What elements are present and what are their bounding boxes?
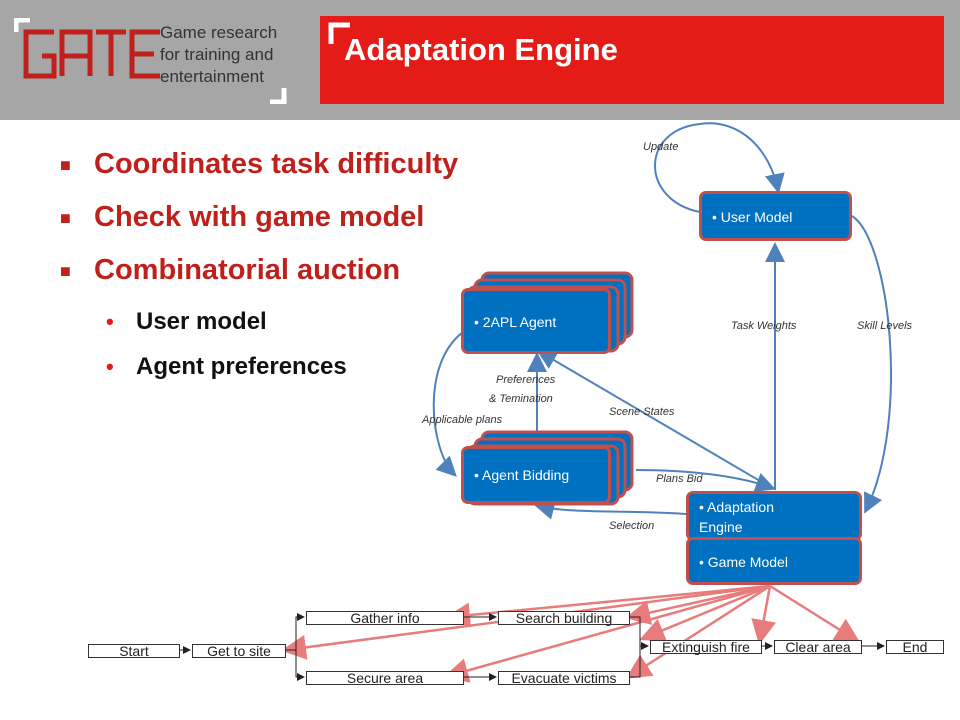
game-model-label: Game Model — [707, 554, 788, 570]
bullet-2: ■ Check with game model — [60, 201, 424, 234]
preferences-label-1: Preferences — [496, 374, 556, 386]
bullet-3: ■ Combinatorial auction — [60, 254, 400, 287]
scene-states-edge — [536, 349, 773, 489]
user-model-node: • User Model — [699, 191, 852, 241]
sub-bullet-2: •Agent preferences — [106, 353, 347, 380]
preferences-label-2: & Temination — [489, 393, 553, 405]
adaptation-engine-label-1: Adaptation — [707, 499, 774, 515]
square-bullet-icon: ■ — [60, 154, 71, 175]
scene-states-label: Scene States — [609, 406, 675, 418]
square-bullet-icon: ■ — [60, 207, 71, 228]
bullet-2-text: Check with game model — [94, 201, 425, 233]
title-banner — [320, 16, 944, 104]
flow-get-to-site: Get to site — [192, 644, 286, 658]
flow-gather-info: Gather info — [306, 611, 464, 625]
adaptation-engine-label-2: Engine — [699, 519, 743, 535]
square-bullet-icon: ■ — [60, 260, 71, 281]
selection-edge — [534, 500, 687, 520]
flow-end: End — [886, 640, 944, 654]
task-weights-label: Task Weights — [731, 320, 797, 332]
game-model-node: • Game Model — [686, 537, 862, 585]
gate-logo-mark — [13, 17, 287, 105]
title-bracket-icon — [328, 22, 350, 44]
bullet-3-text: Combinatorial auction — [94, 254, 401, 286]
flow-search-building: Search building — [498, 611, 630, 625]
applicable-plans-label: Applicable plans — [422, 414, 503, 426]
skill-levels-edge — [851, 215, 892, 514]
plans-bid-edge — [635, 469, 776, 492]
skill-levels-label: Skill Levels — [857, 320, 913, 332]
update-label: Update — [643, 141, 679, 153]
sub-bullet-1: •User model — [106, 308, 267, 335]
sub-bullet-2-text: Agent preferences — [136, 353, 347, 380]
sub-bullet-1-text: User model — [136, 308, 267, 335]
flow-evacuate-victims: Evacuate victims — [498, 671, 630, 685]
slide-title: Adaptation Engine — [344, 32, 618, 67]
agent-node: • 2APL Agent — [461, 288, 611, 354]
agent-label: 2APL Agent — [482, 314, 557, 330]
flow-extinguish-fire: Extinguish fire — [650, 640, 762, 654]
applicable-plans-edge — [432, 329, 467, 477]
bullet-1: ■ Coordinates task difficulty — [60, 148, 458, 181]
flow-clear-area: Clear area — [774, 640, 862, 654]
logo-tagline-line-3: entertainment — [160, 67, 264, 86]
bullet-1-text: Coordinates task difficulty — [94, 148, 459, 180]
flow-start: Start — [88, 644, 180, 658]
update-edge — [654, 122, 785, 213]
gate-logo — [13, 17, 300, 105]
agent-bidding-label: Agent Bidding — [482, 467, 570, 483]
selection-label: Selection — [609, 520, 655, 532]
logo-tagline-line-2: for training and — [160, 45, 274, 64]
plans-bid-label: Plans Bid — [656, 473, 703, 485]
agent-bidding-node: • Agent Bidding — [461, 446, 611, 504]
logo-tagline-line-1: Game research — [160, 23, 278, 42]
logo-tagline: Game research for training and entertain… — [160, 22, 300, 88]
flow-secure-area: Secure area — [306, 671, 464, 685]
user-model-label: User Model — [720, 209, 793, 225]
